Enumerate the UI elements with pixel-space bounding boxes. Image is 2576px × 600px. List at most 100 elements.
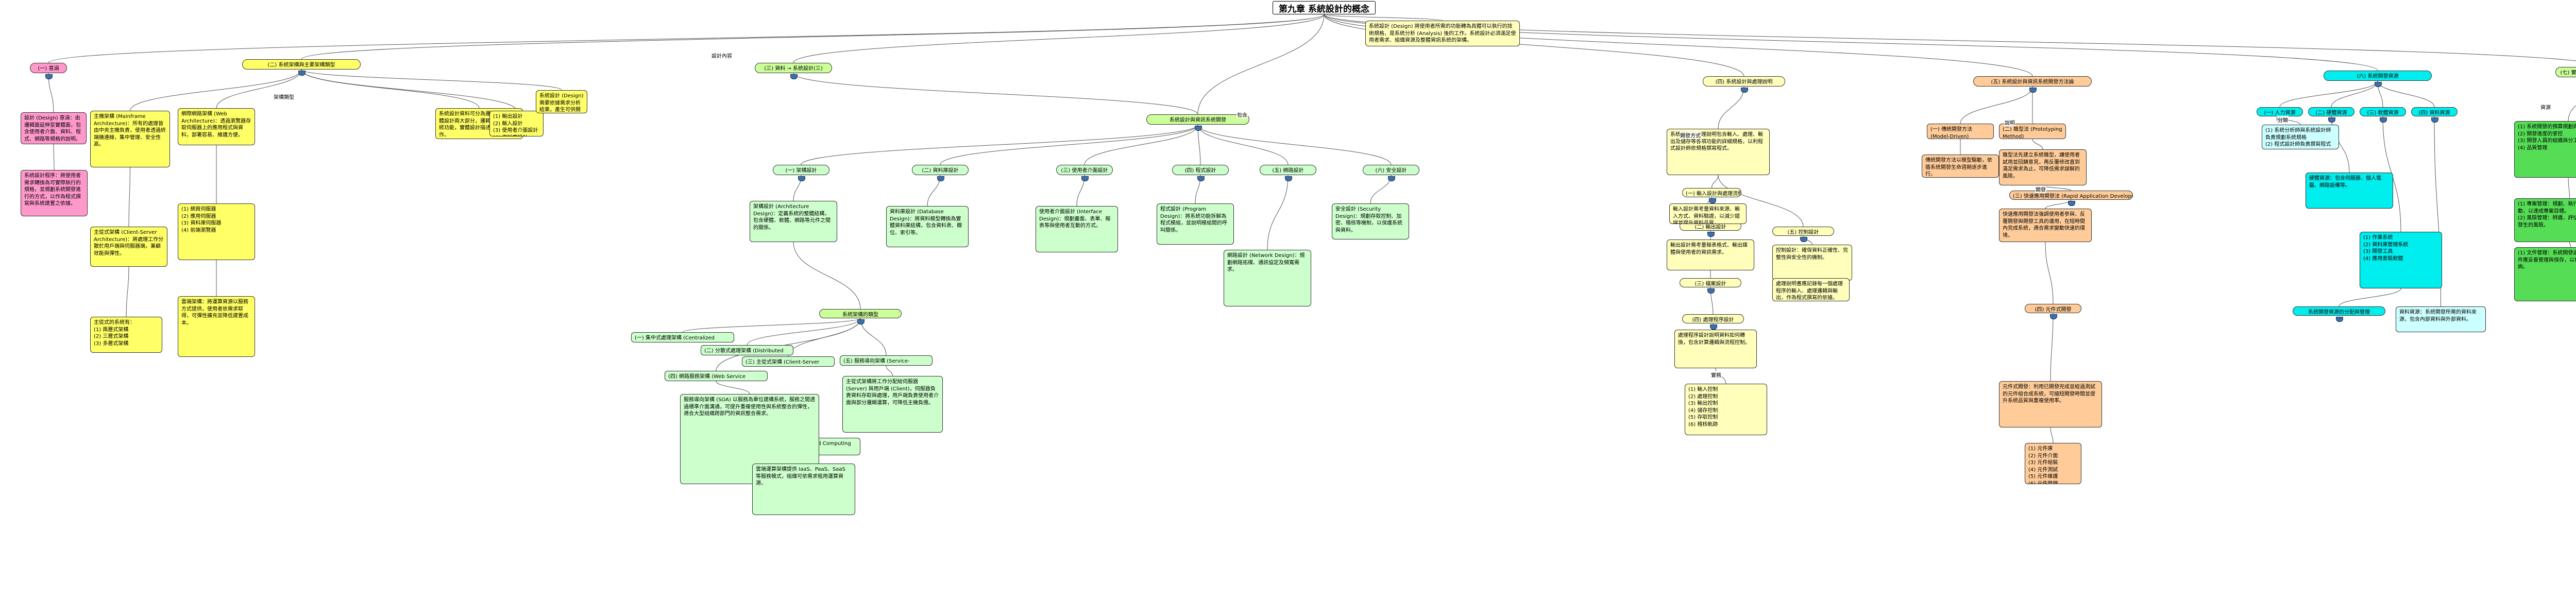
node-n-e2t[interactable]: 輸入設計需考量資料來源、輸入方式、資料驗證，以減少錯誤並提升資料品質。	[1669, 203, 1747, 224]
collapse-toggle-icon[interactable]	[1708, 198, 1716, 203]
node-n-f5[interactable]: (1) 元件庫 (2) 元件介面 (3) 元件組裝 (4) 元件測試 (5) 元…	[2025, 443, 2081, 484]
collapse-toggle-icon[interactable]	[1707, 232, 1715, 237]
node-n-d1t[interactable]: 架構設計 (Architecture Design)：定義系統的整體結構，包含硬…	[750, 201, 837, 242]
node-n-d-a5[interactable]: (五) 服務導向架構 (Service-Oriented Architectur…	[840, 355, 933, 366]
node-n-a[interactable]: (一) 意涵	[30, 63, 67, 73]
node-n-g1t[interactable]: (1) 系統分析師與系統設計師負責規劃系統規格 (2) 程式設計師負責撰寫程式	[2262, 125, 2339, 149]
node-n-b4[interactable]: 網際網路架構 (Web Architecture)：透過瀏覽器存取伺服器上的應用…	[178, 108, 255, 145]
collapse-toggle-icon[interactable]	[2375, 82, 2382, 87]
node-n-d4t[interactable]: 程式設計 (Program Design)：將系統功能拆解為程式模組，並說明模組…	[1157, 203, 1234, 245]
node-n-e[interactable]: (四) 系統設計與處理說明	[1703, 76, 1785, 87]
node-n-f1t[interactable]: 傳統開發方法以模型驅動，依循系統開發生命週期逐步進行。	[1922, 155, 1999, 178]
connector-label: 開發方式	[1680, 131, 1701, 139]
node-n-d6[interactable]: (六) 安全設計	[1363, 165, 1419, 175]
node-n-d2t[interactable]: 資料庫設計 (Database Design)：將資料模型轉換為實體資料庫結構，…	[886, 206, 969, 247]
node-n-e6[interactable]: (五) 控制設計	[1772, 227, 1834, 236]
node-n-h1[interactable]: (1) 系統開發的預算規劃與成本控制 (2) 開發進度的掌控 (3) 開發人員的…	[2514, 121, 2576, 178]
node-n-g4t[interactable]: 資料資源：系統開發所需的資料來源，包含內部資料與外部資料。	[2396, 306, 2486, 332]
collapse-toggle-icon[interactable]	[2068, 201, 2075, 206]
node-n-d2[interactable]: (二) 資料庫設計	[912, 165, 969, 175]
node-n-a-txt[interactable]: 設計 (Design) 意涵：由邏輯面延伸至實體面，包含使用者介面、資料、程式、…	[21, 112, 87, 144]
collapse-toggle-icon[interactable]	[1285, 176, 1292, 181]
node-n-a-txt2[interactable]: 系統設計程序：將使用者需求轉換為可實際執行的規格，並規劃系統開發進行的方式，以作…	[21, 170, 88, 216]
node-n-d-a3[interactable]: (三) 主從式架構 (Client-Server Architecture)	[742, 356, 835, 367]
collapse-toggle-icon[interactable]	[45, 74, 53, 79]
collapse-toggle-icon[interactable]	[1707, 288, 1715, 294]
node-n-e3t[interactable]: 輸出設計需考量報表格式、輸出媒體與使用者的資訊需求。	[1667, 239, 1754, 270]
node-n-ov[interactable]: 系統設計 (Design) 將使用者所需的功能轉為具體可以執行的技術規格，是系統…	[1365, 21, 1520, 46]
node-n-f3[interactable]: (三) 快速應用開發法 (Rapid Application Developme…	[2009, 191, 2133, 200]
collapse-toggle-icon[interactable]	[1800, 237, 1807, 242]
node-n-f4[interactable]: (四) 元件式開發	[2025, 304, 2081, 313]
node-n-b1[interactable]: 主機架構 (Mainframe Architecture)：所有的處理皆由中央主…	[90, 111, 170, 167]
collapse-toggle-icon[interactable]	[798, 176, 805, 181]
node-n-g4[interactable]: (四) 資料資源	[2411, 107, 2458, 116]
node-n-f2[interactable]: (二) 雛型法 (Prototyping Method)	[1999, 124, 2066, 139]
node-n-f1[interactable]: (一) 傳統開發方法 (Model-Driven)	[1927, 124, 1994, 139]
node-n-h2[interactable]: (1) 專案管理：規劃、執行與控制專案的活動，以達成專案目標。 (2) 風險管理…	[2514, 198, 2576, 242]
node-n-e4[interactable]: (三) 檔案設計	[1680, 278, 1741, 287]
node-n-g5[interactable]: 系統開發資源的分配與管理	[2293, 306, 2385, 316]
node-n-e5t[interactable]: 處理程序設計說明資料如何轉換，包含計算邏輯與流程控制。	[1674, 330, 1757, 368]
node-n-c2[interactable]: (1) 輸出設計 (2) 輸入設計 (3) 使用者介面設計 (4) 資料庫設計 …	[489, 111, 544, 136]
node-n-d4[interactable]: (四) 程式設計	[1172, 165, 1229, 175]
connector-n_d-n_d3	[1084, 124, 1198, 165]
node-n-g2[interactable]: (二) 硬體資源	[2308, 107, 2354, 116]
collapse-toggle-icon[interactable]	[298, 71, 306, 76]
node-n-e5[interactable]: (四) 處理程序設計	[1682, 314, 1744, 323]
node-n-e7[interactable]: (1) 輸入控制 (2) 處理控制 (3) 輸出控制 (4) 儲存控制 (5) …	[1685, 384, 1767, 435]
node-n-g3[interactable]: (三) 軟體資源	[2360, 107, 2406, 116]
collapse-toggle-icon[interactable]	[1710, 324, 1717, 330]
collapse-toggle-icon[interactable]	[1388, 176, 1395, 181]
collapse-toggle-icon[interactable]	[1081, 176, 1089, 181]
node-n-d5[interactable]: (五) 網路設計	[1260, 165, 1316, 175]
node-n-d6t[interactable]: 安全設計 (Security Design)：規劃存取控制、加密、稽核等機制，以…	[1332, 203, 1409, 239]
collapse-toggle-icon[interactable]	[857, 319, 865, 324]
node-n-d-a2[interactable]: (二) 分散式處理架構 (Distributed Architecture)	[701, 345, 793, 355]
node-n-b5[interactable]: (1) 網頁伺服器 (2) 應用伺服器 (3) 資料庫伺服器 (4) 前端瀏覽器	[178, 203, 255, 260]
node-n-b6[interactable]: 雲端架構：將運算資源以服務方式提供，使用者依需求取得，可彈性擴充並降低建置成本。	[178, 296, 255, 357]
collapse-toggle-icon[interactable]	[2328, 117, 2335, 123]
collapse-toggle-icon[interactable]	[2029, 88, 2037, 93]
collapse-toggle-icon[interactable]	[1197, 176, 1205, 181]
node-n-f3t[interactable]: 快速應用開發法強調使用者參與、反覆開發與開發工具的運用，在短時間內完成系統，適合…	[1999, 209, 2092, 242]
collapse-toggle-icon[interactable]	[790, 74, 798, 79]
node-n-d[interactable]: 系統設計與資訊系統開發	[1146, 114, 1249, 125]
node-n-h3[interactable]: (1) 文件管理：系統開發過程中產生的各種文件應妥善管理與保存，以利日後的維護與…	[2514, 247, 2576, 301]
collapse-toggle-icon[interactable]	[937, 176, 944, 181]
node-n-d-a1[interactable]: (一) 集中式處理架構 (Centralized Architecture)	[631, 332, 734, 342]
node-n-d3[interactable]: (三) 使用者介面設計	[1056, 165, 1113, 175]
collapse-toggle-icon[interactable]	[1741, 88, 1748, 93]
node-n-g1[interactable]: (一) 人力資源	[2257, 107, 2303, 116]
node-n-e2[interactable]: (一) 輸入設計與處理流程	[1682, 188, 1741, 197]
node-n-b[interactable]: (二) 系統架構與主要架構類型	[242, 59, 361, 70]
collapse-toggle-icon[interactable]	[2380, 117, 2387, 123]
node-n-d5t[interactable]: 網路設計 (Network Design)：規劃網路拓樸、通訊協定及頻寬需求。	[1224, 250, 1311, 306]
node-n-b3[interactable]: 主從式的系統有： (1) 兩層式架構 (2) 三層式架構 (3) 多層式架構	[90, 317, 162, 353]
node-n-g3t[interactable]: (1) 作業系統 (2) 資料庫管理系統 (3) 開發工具 (4) 應用套裝軟體	[2360, 232, 2442, 288]
collapse-toggle-icon[interactable]	[1195, 126, 1202, 131]
node-n-b2[interactable]: 主從式架構 (Client-Server Architecture)：將處理工作…	[90, 227, 167, 267]
connector-n_d-n_d6	[1197, 124, 1392, 165]
node-n-d-a6t[interactable]: 雲端運算架構提供 IaaS、PaaS、SaaS 等服務模式，組織可依需求租用運算…	[752, 464, 855, 515]
node-n-c[interactable]: (三) 資料 → 系統設計(三)	[755, 63, 832, 73]
node-n-c3[interactable]: 系統設計 (Design) 需要依據需求分析結果，產生可供開發人員參考的設計文件…	[536, 90, 587, 113]
node-n-h[interactable]: (七) 實務：完全系統開發資源的說明	[2555, 67, 2576, 77]
node-n-g2t[interactable]: 硬體資源：包含伺服器、個人電腦、網路設備等。	[2306, 173, 2393, 209]
node-n-d3t[interactable]: 使用者介面設計 (Interface Design)：規劃畫面、表單、報表等與使…	[1036, 206, 1118, 252]
node-n-e1[interactable]: 系統設計與處理說明包含輸入、處理、輸出及儲存等各項功能的詳細規格，以利程式設計師…	[1667, 129, 1770, 175]
node-n-root[interactable]: 第九章 系統設計的概念	[1273, 1, 1376, 14]
node-n-d-a3t[interactable]: 主從式架構將工作分配給伺服器 (Server) 與用戶端 (Client)，伺服…	[842, 376, 943, 433]
node-n-d1[interactable]: (一) 架構設計	[773, 165, 829, 175]
node-n-f[interactable]: (五) 系統設計與資訊系統開發方法論	[1973, 76, 2092, 87]
node-n-e6t[interactable]: 控制設計：確保資料正確性、完整性與安全性的機制。	[1772, 245, 1852, 281]
collapse-toggle-icon[interactable]	[2431, 117, 2438, 123]
collapse-toggle-icon[interactable]	[2050, 314, 2057, 319]
collapse-toggle-icon[interactable]	[2336, 317, 2343, 322]
node-n-f2t[interactable]: 雛型法先建立系統雛型，讓使用者試用並回饋意見，再反覆修改直到滿足需求為止，可降低…	[1999, 149, 2087, 185]
node-n-f4t[interactable]: 元件式開發：利用已開發完成並經過測試的元件組合成系統，可縮短開發時間並提升系統品…	[1999, 381, 2102, 427]
node-n-e8[interactable]: 處理說明書應記錄每一個處理程序的輸入、處理邏輯與輸出，作為程式撰寫的依據。	[1772, 278, 1850, 301]
node-n-d-a4[interactable]: (四) 網路服務架構 (Web Service Architecture)	[665, 371, 768, 381]
node-n-d-arch[interactable]: 系統架構的類型	[819, 309, 902, 318]
node-n-g[interactable]: (六) 系統開發資源	[2324, 71, 2432, 81]
